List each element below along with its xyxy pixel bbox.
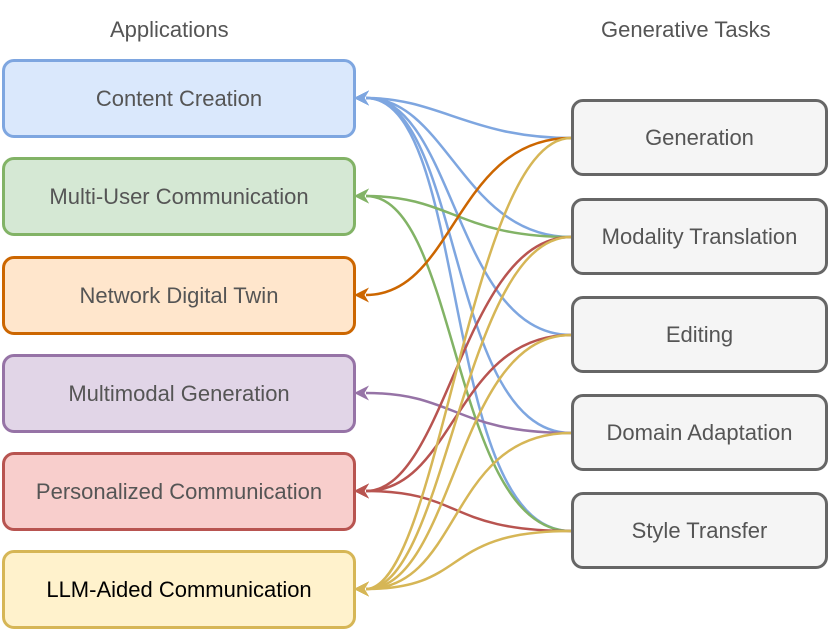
link-app0-task4 [354, 90, 572, 533]
link-app0-task0 [354, 90, 572, 140]
app-personalized-communication: Personalized Communication [2, 452, 356, 531]
app-label: Network Digital Twin [79, 282, 279, 308]
applications-title: Applications [110, 17, 229, 42]
link-app5-task2 [354, 333, 572, 597]
generative-tasks-title: Generative Tasks [601, 17, 771, 42]
task-label: Generation [645, 124, 754, 150]
link-app5-task1 [354, 235, 572, 597]
app-label: Multimodal Generation [68, 380, 290, 406]
app-label: Personalized Communication [35, 478, 323, 504]
app-label: Content Creation [95, 85, 263, 111]
task-label: Style Transfer [631, 517, 768, 543]
task-domain-adaptation: Domain Adaptation [571, 394, 828, 471]
app-llm-aided-communication: LLM-Aided Communication [2, 550, 356, 629]
app-multimodal-generation: Multimodal Generation [2, 354, 356, 433]
task-editing: Editing [571, 296, 828, 373]
link-app2-task0 [354, 136, 572, 303]
task-generation: Generation [571, 99, 828, 176]
task-label: Modality Translation [601, 223, 798, 249]
app-content-creation: Content Creation [2, 59, 356, 138]
task-style-transfer: Style Transfer [571, 492, 828, 569]
link-app0-task1 [354, 90, 572, 239]
link-app5-task0 [354, 136, 572, 597]
link-app5-task3 [354, 431, 572, 597]
app-label: Multi-User Communication [49, 183, 309, 209]
link-app0-task3 [354, 90, 572, 435]
app-label: LLM-Aided Communication [46, 576, 312, 602]
task-label: Domain Adaptation [606, 419, 793, 445]
task-label: Editing [665, 321, 734, 347]
task-modality-translation: Modality Translation [571, 198, 828, 275]
app-network-digital-twin: Network Digital Twin [2, 256, 356, 335]
link-app5-task4 [354, 529, 572, 597]
app-multi-user-communication: Multi-User Communication [2, 157, 356, 236]
